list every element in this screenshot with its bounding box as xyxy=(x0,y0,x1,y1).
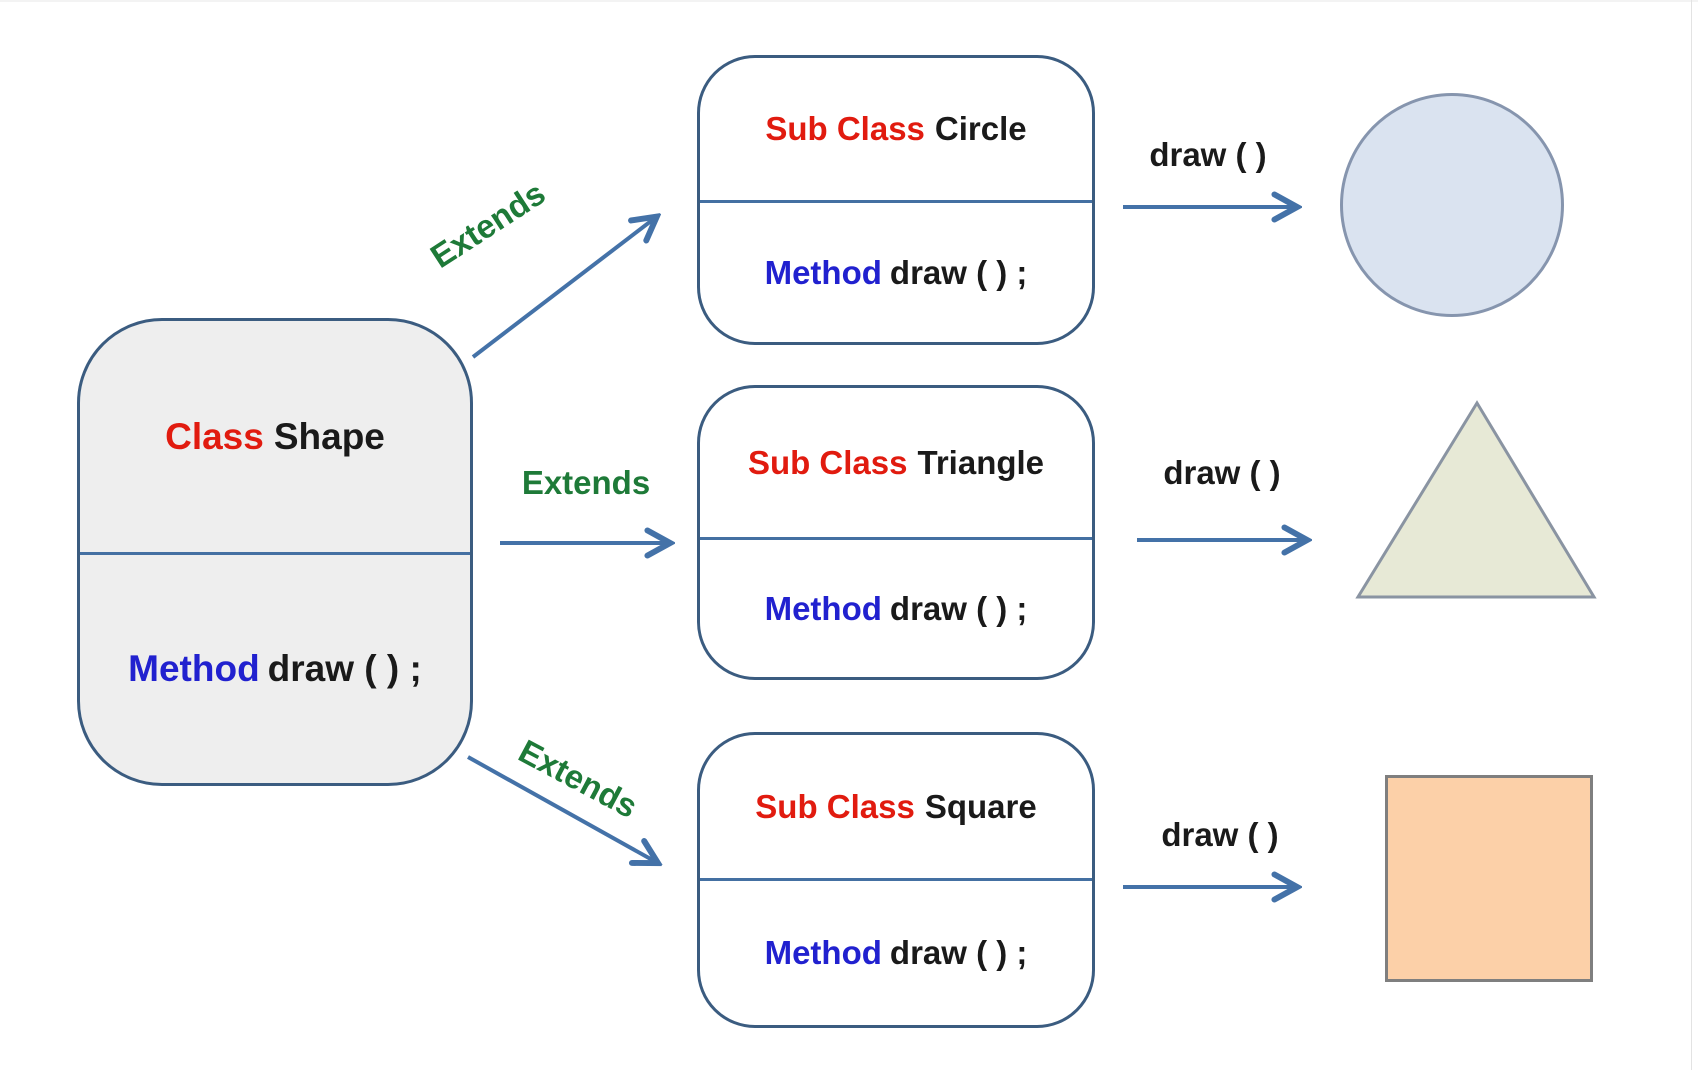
method-keyword: Method xyxy=(128,648,260,689)
subclass-circle-method-compartment: Method draw ( ) ; xyxy=(700,203,1092,342)
class-name: Shape xyxy=(273,415,385,457)
class-shape-method-compartment: Method draw ( ) ; xyxy=(80,555,470,783)
method-keyword: Method xyxy=(764,934,882,971)
subclass-name: Triangle xyxy=(917,443,1045,481)
subclass-triangle-title-compartment: Sub Class Triangle xyxy=(700,388,1092,540)
square-shape xyxy=(1385,775,1593,982)
subclass-name: Circle xyxy=(934,110,1027,147)
method-keyword: Method xyxy=(764,253,882,291)
subclass-triangle-box: Sub Class Triangle Method draw ( ) ; xyxy=(697,385,1095,680)
subclass-circle-title-compartment: Sub Class Circle xyxy=(700,58,1092,203)
subclass-square-method-compartment: Method draw ( ) ; xyxy=(700,881,1092,1025)
method-signature: draw ( ) ; xyxy=(889,589,1028,627)
class-shape-box: Class Shape Method draw ( ) ; xyxy=(77,318,473,786)
extends-label-square: Extends xyxy=(512,732,644,826)
extends-label-triangle: Extends xyxy=(521,464,651,501)
draw-call-label-circle: draw ( ) xyxy=(1149,136,1267,173)
subclass-triangle-method-compartment: Method draw ( ) ; xyxy=(700,540,1092,677)
right-edge-line xyxy=(1691,0,1692,1070)
subclass-keyword: Sub Class xyxy=(755,787,915,825)
class-shape-title-compartment: Class Shape xyxy=(80,321,470,555)
subclass-square-box: Sub Class Square Method draw ( ) ; xyxy=(697,732,1095,1028)
subclass-circle-box: Sub Class Circle Method draw ( ) ; xyxy=(697,55,1095,345)
method-keyword: Method xyxy=(764,589,882,627)
triangle-shape xyxy=(1355,400,1597,599)
extends-label-circle: Extends xyxy=(423,174,552,276)
subclass-square-title-compartment: Sub Class Square xyxy=(700,735,1092,881)
method-signature: draw ( ) ; xyxy=(889,253,1028,291)
method-signature: draw ( ) ; xyxy=(267,648,422,689)
subclass-name: Square xyxy=(924,787,1037,825)
draw-call-label-square: draw ( ) xyxy=(1161,816,1279,853)
circle-shape xyxy=(1340,93,1564,317)
method-signature: draw ( ) ; xyxy=(889,934,1028,971)
draw-call-label-triangle: draw ( ) xyxy=(1163,454,1281,491)
top-edge-line xyxy=(0,0,1698,2)
subclass-keyword: Sub Class xyxy=(747,443,908,481)
class-keyword: Class xyxy=(165,415,264,457)
subclass-keyword: Sub Class xyxy=(765,110,925,147)
